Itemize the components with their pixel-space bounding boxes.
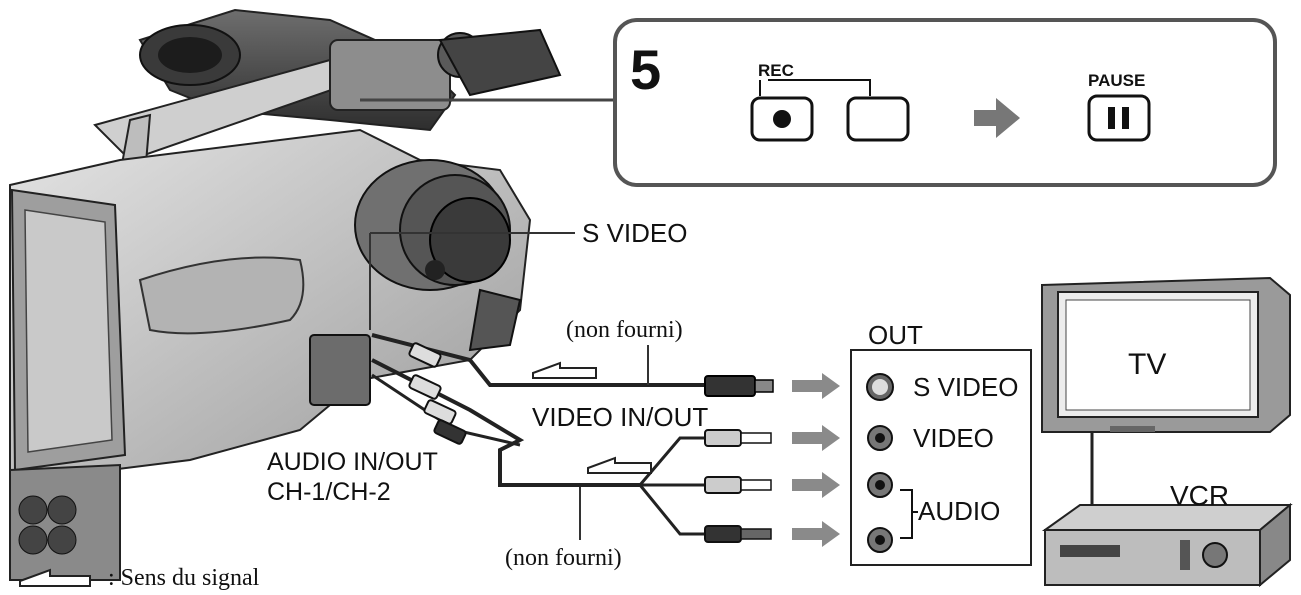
rec-button[interactable]	[750, 96, 814, 142]
tv-label: TV	[1128, 348, 1167, 381]
record-dot-icon	[773, 110, 791, 128]
step-callout-box	[360, 18, 1277, 187]
camcorder-plugs	[408, 342, 467, 445]
pause-label: PAUSE	[1088, 71, 1146, 90]
pause-button[interactable]	[1087, 94, 1151, 142]
flow-arrows	[792, 373, 840, 547]
audio-inout-label: AUDIO IN/OUT	[267, 448, 438, 476]
vcr-audio-label: AUDIO	[918, 496, 1001, 526]
top-cable-note: (non fourni)	[566, 317, 683, 343]
video-inout-label: VIDEO IN/OUT	[532, 402, 709, 432]
vcr-video-label: VIDEO	[913, 423, 994, 453]
signal-arrow-icon-bottom	[587, 456, 652, 474]
step-number: 5	[630, 38, 662, 101]
camcorder-svideo-label: S VIDEO	[582, 218, 688, 248]
video-jack-icon	[867, 425, 893, 451]
vcr-label: VCR	[1170, 480, 1230, 511]
bottom-cable-note: (non fourni)	[505, 545, 622, 571]
signal-arrow-icon-top	[532, 361, 597, 379]
right-arrow-icon	[974, 98, 1020, 138]
rec-label: REC	[758, 61, 794, 80]
legend-text: : Sens du signal	[108, 565, 260, 591]
vcr-out-label: OUT	[868, 320, 923, 350]
audio-jack-icon	[867, 472, 893, 553]
audio-bracket	[900, 489, 918, 539]
channels-label: CH-1/CH-2	[267, 478, 391, 506]
pause-icon	[1108, 107, 1115, 129]
vcr-svideo-label: S VIDEO	[913, 372, 1019, 402]
vcr-illustration	[1041, 502, 1293, 588]
svideo-jack-icon	[866, 373, 894, 401]
rec-bracket	[759, 79, 871, 96]
start-stop-button[interactable]	[846, 96, 910, 142]
legend-arrow-icon	[19, 568, 91, 587]
tv-illustration	[1041, 276, 1291, 433]
camcorder-illustration	[9, 8, 562, 581]
